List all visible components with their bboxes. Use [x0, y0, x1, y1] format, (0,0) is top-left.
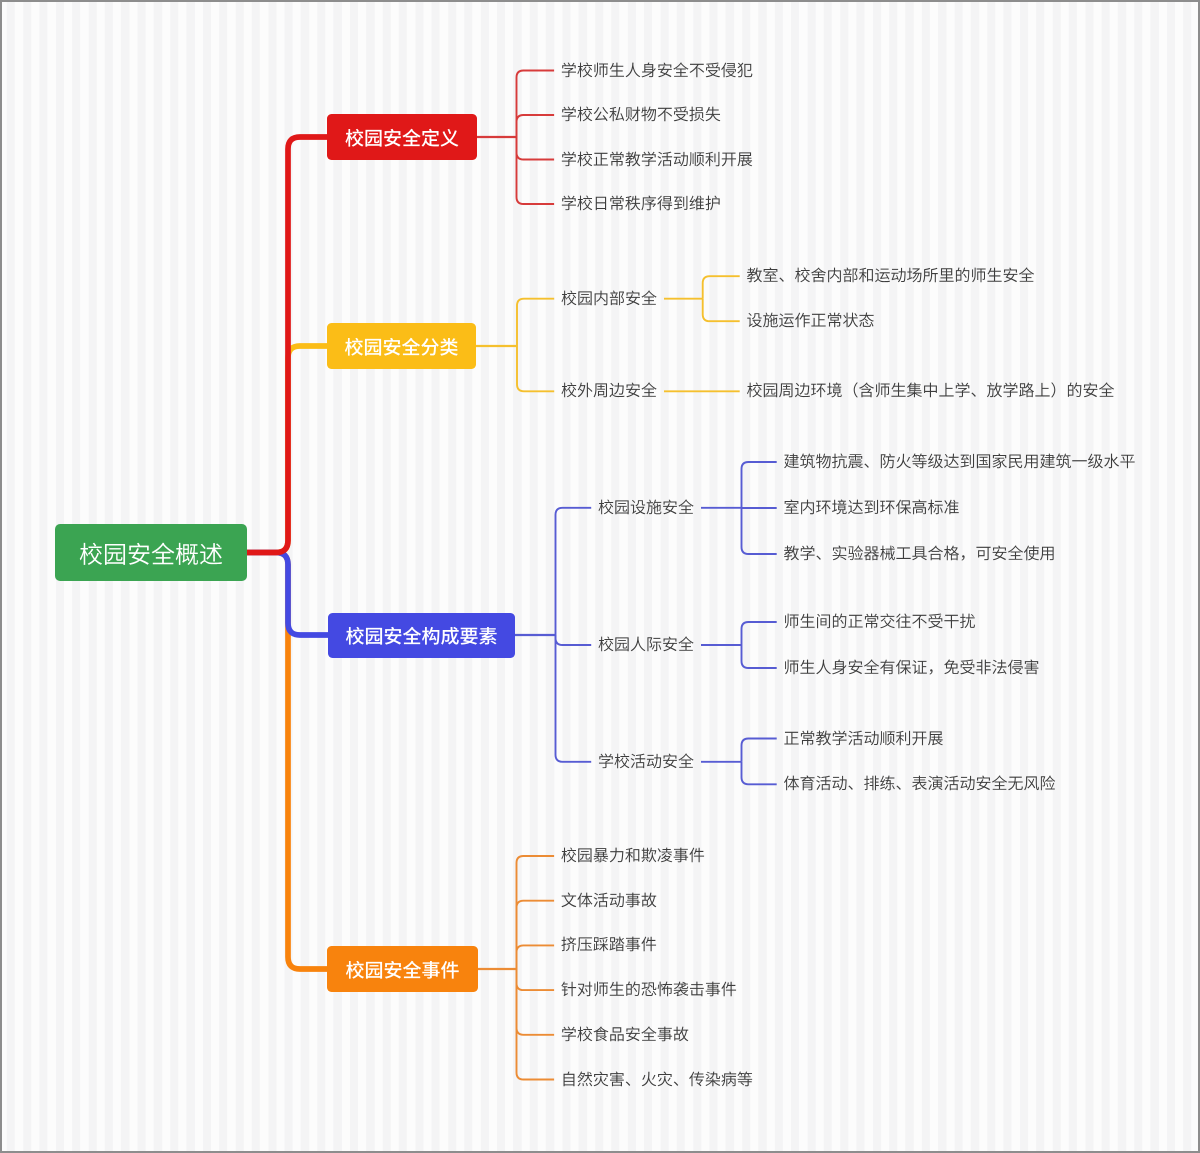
connector-line [554, 635, 592, 763]
branch-node-elements[interactable]: 校园安全构成要素 [328, 612, 515, 658]
topic-node[interactable]: 校外周边安全 [561, 377, 658, 402]
branch-node-classification-label: 校园安全分类 [344, 332, 459, 360]
connector-line [740, 761, 777, 786]
leaf-node[interactable]: 师生人身安全有保证，免受非法侵害 [783, 654, 1040, 678]
connector-line [554, 635, 592, 646]
connector-line [515, 114, 555, 137]
connector-line [515, 855, 555, 969]
topic-node[interactable]: 校园内部安全 [561, 284, 658, 309]
leaf-node[interactable]: 教室、校舍内部和运动场所里的师生安全 [746, 262, 1035, 287]
connector-line [740, 645, 777, 669]
topic-node[interactable]: 文体活动事故 [560, 886, 657, 911]
branch-node-definition-label: 校园安全定义 [344, 123, 459, 151]
leaf-node[interactable]: 室内环境达到环保高标准 [783, 494, 960, 518]
branch-node-definition[interactable]: 校园安全定义 [327, 114, 477, 160]
branch-node-incidents[interactable]: 校园安全事件 [327, 946, 478, 992]
topic-node[interactable]: 学校食品安全事故 [560, 1020, 689, 1045]
connector-line [515, 137, 555, 205]
trunk-connector-elements [247, 549, 328, 638]
leaf-node[interactable]: 教学、实验器械工具合格，可安全使用 [783, 540, 1056, 564]
connector-line [701, 298, 740, 323]
connector-line [515, 969, 555, 1036]
connector-line [740, 621, 777, 645]
topic-node[interactable]: 挤压踩踏事件 [560, 931, 657, 956]
root-node-label: 校园安全概述 [79, 535, 223, 570]
leaf-node[interactable]: 设施运作正常状态 [746, 307, 875, 332]
leaf-node[interactable]: 校园周边环境（含师生集中上学、放学路上）的安全 [746, 377, 1115, 402]
topic-node[interactable]: 学校日常秩序得到维护 [560, 190, 721, 214]
connector-line [516, 297, 555, 346]
branch-node-incidents-label: 校园安全事件 [345, 955, 460, 983]
topic-node[interactable]: 自然灾害、火灾、传染病等 [560, 1065, 753, 1090]
topic-node[interactable]: 针对师生的恐怖袭击事件 [560, 976, 737, 1001]
connector-line [515, 944, 555, 969]
connector-line [515, 899, 555, 969]
connector-line [515, 969, 555, 1081]
connector-line [515, 69, 555, 137]
topic-node[interactable]: 校园人际安全 [598, 631, 695, 655]
leaf-node[interactable]: 体育活动、排练、表演活动安全无风险 [783, 770, 1056, 795]
topic-node[interactable]: 校园设施安全 [598, 493, 695, 518]
trunk-connector-definition [247, 134, 327, 556]
branch-node-classification[interactable]: 校园安全分类 [327, 323, 476, 369]
topic-node[interactable]: 学校公私财物不受损失 [560, 101, 721, 125]
connector-line [515, 969, 555, 992]
connector-line [740, 507, 777, 555]
connector-line [701, 275, 740, 299]
connector-line [515, 137, 555, 161]
root-node[interactable]: 校园安全概述 [55, 524, 247, 581]
topic-node[interactable]: 学校师生人身安全不受侵犯 [560, 56, 753, 81]
connector-line [740, 461, 777, 508]
connector-line [554, 506, 592, 635]
topic-node[interactable]: 学校活动安全 [598, 747, 695, 772]
leaf-node[interactable]: 师生间的正常交往不受干扰 [783, 608, 976, 632]
leaf-node[interactable]: 建筑物抗震、防火等级达到国家民用建筑一级水平 [783, 448, 1136, 472]
connector-line [740, 737, 777, 762]
topic-node[interactable]: 校园暴力和欺凌事件 [560, 842, 705, 866]
leaf-node[interactable]: 正常教学活动顺利开展 [783, 724, 944, 749]
connector-line [516, 346, 555, 393]
branch-node-elements-label: 校园安全构成要素 [345, 621, 498, 649]
topic-node[interactable]: 学校正常教学活动顺利开展 [560, 145, 753, 170]
